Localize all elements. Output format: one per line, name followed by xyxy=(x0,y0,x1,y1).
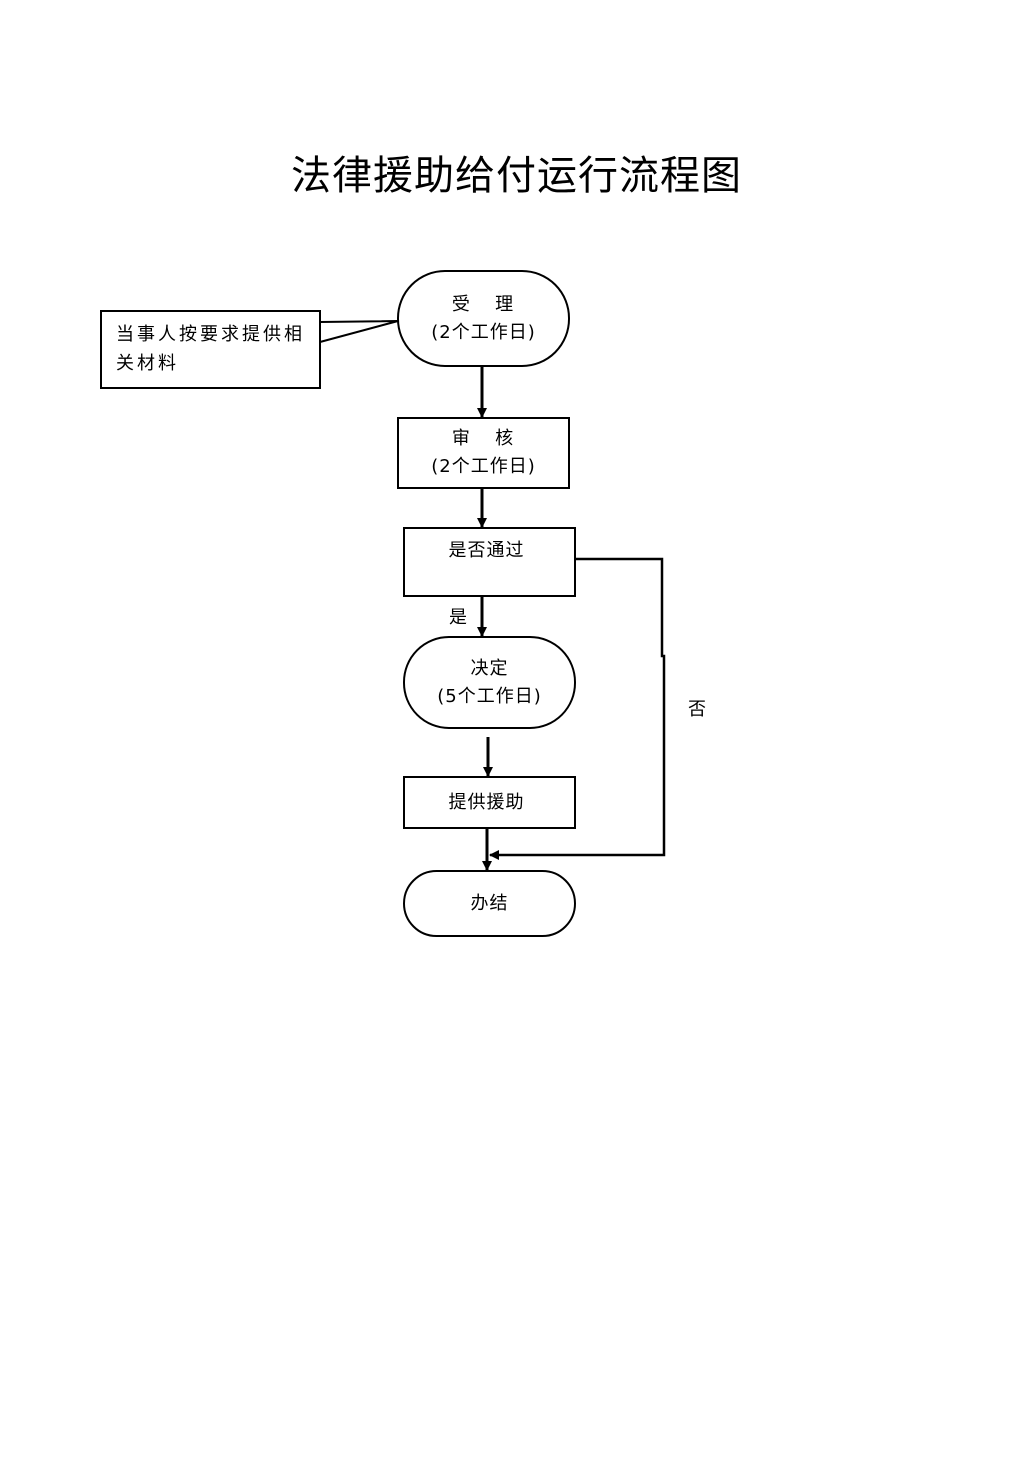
node-provide: 提供援助 xyxy=(403,776,576,829)
note-callout xyxy=(319,320,399,343)
diagram-title: 法律援助给付运行流程图 xyxy=(291,153,742,199)
node-close-label: 办结 xyxy=(470,892,509,914)
note-text: 当事人按要求提供相关材料 xyxy=(116,324,305,374)
node-decide: 决定 (5个工作日) xyxy=(403,636,576,729)
node-review-duration: (2个工作日) xyxy=(431,456,536,477)
node-accept-label: 受 理 xyxy=(451,293,516,315)
edge-label-yes: 是 xyxy=(449,607,467,628)
node-provide-label: 提供援助 xyxy=(448,791,525,813)
node-decide-duration: (5个工作日) xyxy=(437,685,542,707)
edge-label-no: 否 xyxy=(688,699,706,720)
note-box: 当事人按要求提供相关材料 xyxy=(100,310,321,389)
node-decide-label: 决定 xyxy=(470,657,509,679)
node-passed-label: 是否通过 xyxy=(448,540,525,561)
node-close: 办结 xyxy=(403,870,576,937)
node-accept: 受 理 (2个工作日) xyxy=(397,270,570,367)
node-accept-duration: (2个工作日) xyxy=(431,321,536,343)
node-review-label: 审 核 xyxy=(451,428,516,449)
node-review: 审 核 (2个工作日) xyxy=(397,417,570,489)
node-passed: 是否通过 xyxy=(403,527,576,597)
no-branch-line xyxy=(489,557,666,860)
